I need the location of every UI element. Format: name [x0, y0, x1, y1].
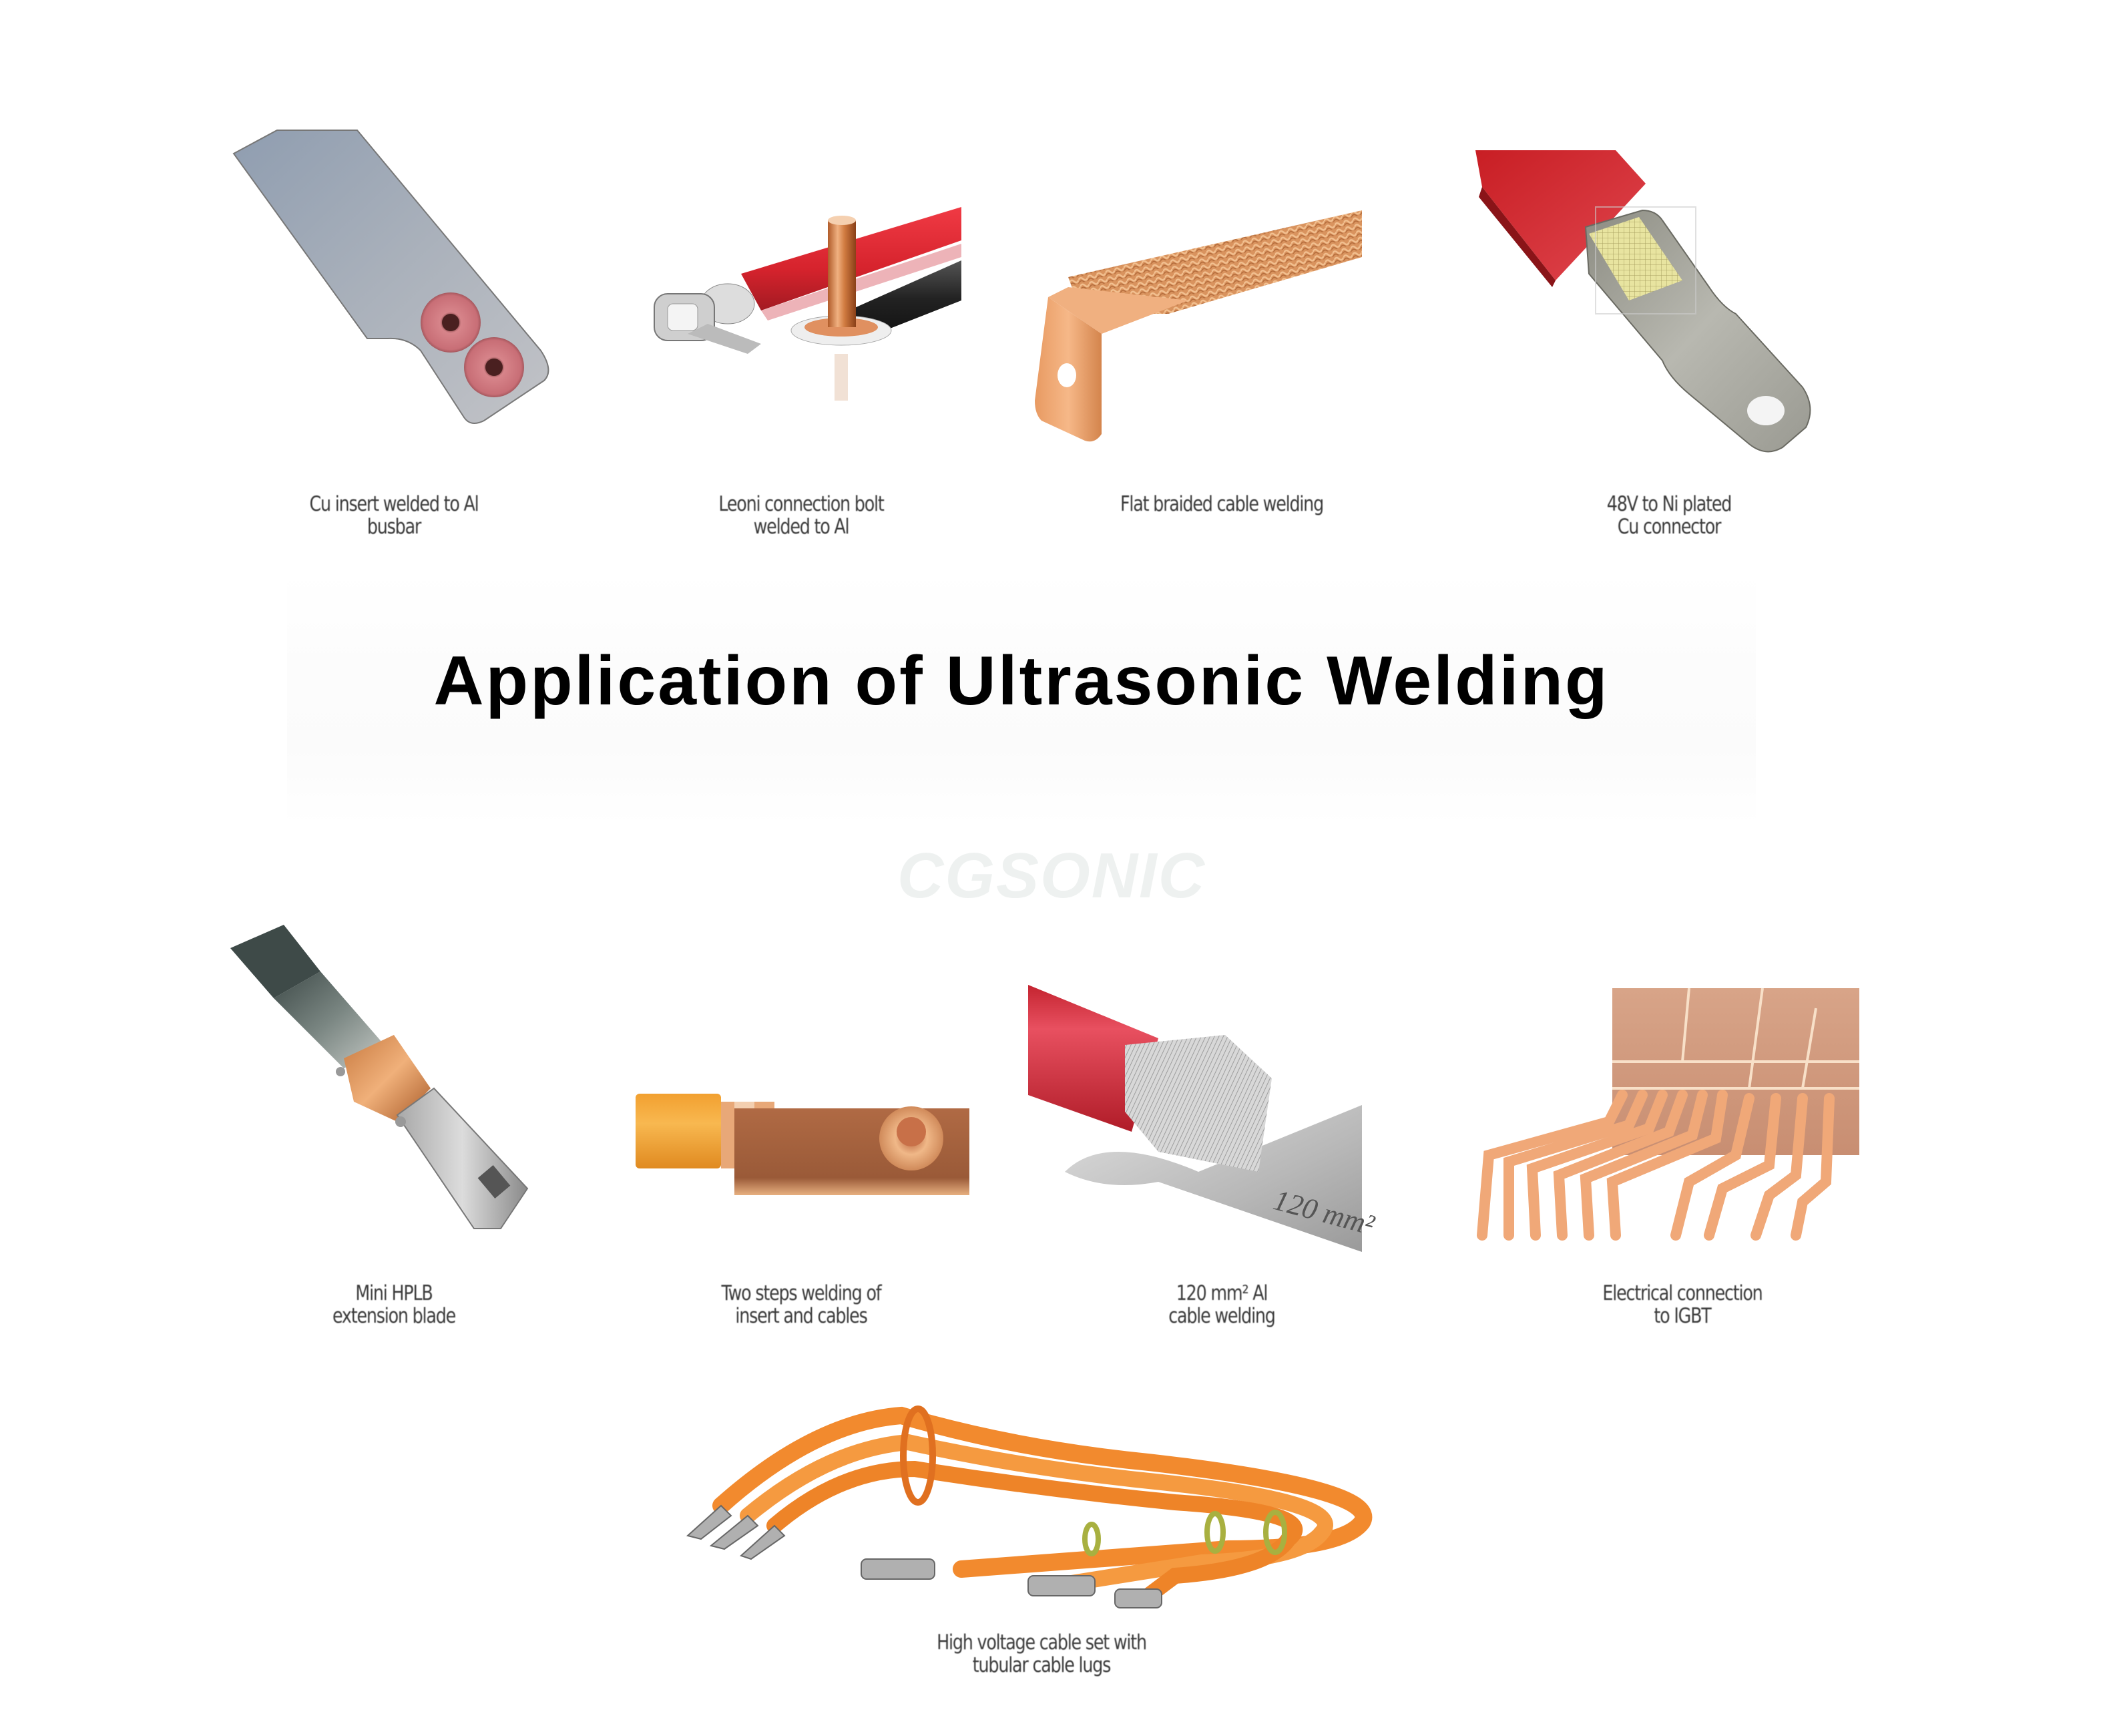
- caption-leoni-connection-bolt: Leoni connection bolt welded to Al: [718, 492, 884, 539]
- caption-igbt-connection: Electrical connection to IGBT: [1602, 1281, 1763, 1328]
- application-48v-ni-plated-cu-connector: [1469, 147, 1869, 474]
- application-flat-braided-cable: [1028, 200, 1415, 442]
- application-leoni-connection-bolt: [628, 194, 975, 407]
- application-mini-hplb-blade: [220, 915, 554, 1262]
- ni-plated-connector-image: [1475, 150, 1811, 453]
- al-cable-weld-image: 120 mm²: [1028, 985, 1378, 1252]
- caption-flat-braided-cable: Flat braided cable welding: [1120, 492, 1324, 516]
- caption-mini-hplb-blade: Mini HPLB extension blade: [332, 1281, 456, 1328]
- caption-48v-ni-plated-cu-connector: 48V to Ni plated Cu connector: [1606, 492, 1732, 539]
- application-hv-cable-set: [681, 1395, 1415, 1609]
- aluminum-busbar-image: [232, 130, 549, 424]
- hplb-blade-image: [230, 925, 529, 1229]
- watermark: CGSONIC: [897, 840, 1206, 911]
- leoni-bolt-image: [654, 207, 961, 401]
- application-120mm2-al-cable: 120 mm²: [1025, 978, 1412, 1259]
- caption-120mm2-al-cable: 120 mm² Al cable welding: [1168, 1281, 1276, 1328]
- title-band: [287, 571, 1756, 825]
- two-step-weld-image: [636, 1094, 969, 1195]
- hv-cable-harness-image: [686, 1405, 1373, 1608]
- igbt-leads-image: [1477, 988, 1859, 1241]
- braided-cable-image: [1035, 210, 1362, 442]
- application-two-steps-welding: [628, 1068, 975, 1202]
- caption-cu-insert-al-busbar: Cu insert welded to Al busbar: [309, 492, 479, 539]
- caption-two-steps-welding: Two steps welding of insert and cables: [721, 1281, 882, 1328]
- caption-hv-cable-set: High voltage cable set with tubular cabl…: [937, 1631, 1147, 1677]
- application-igbt-connection: [1469, 982, 1869, 1242]
- application-cu-insert-al-busbar: [220, 124, 561, 437]
- page-title: Application of Ultrasonic Welding: [433, 642, 1610, 720]
